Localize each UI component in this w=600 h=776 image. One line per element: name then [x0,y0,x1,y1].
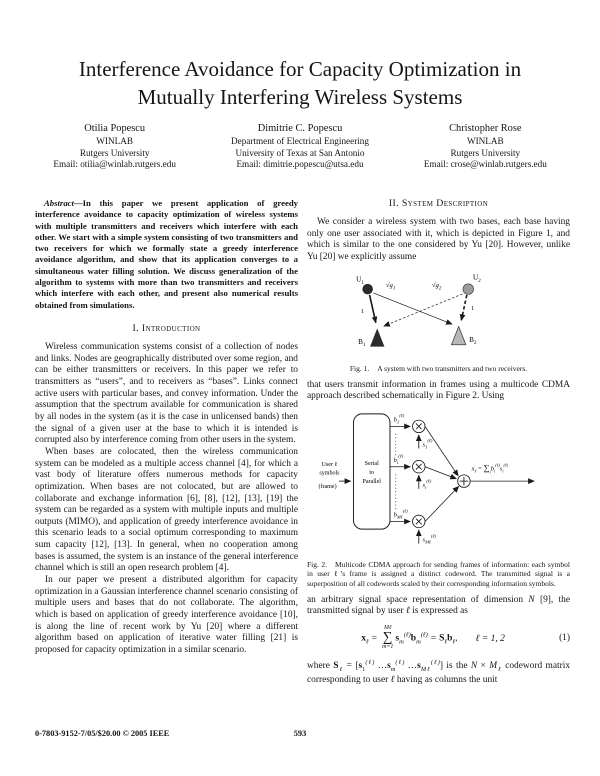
input-label: User ℓ [322,462,338,468]
output-label: xℓ = ∑ibi(ℓ)si(ℓ) [471,463,509,475]
author-name: Dimitrie C. Popescu [257,123,343,134]
page-number: 593 [293,729,307,738]
svg-text:to: to [369,470,374,476]
figure-2: Serial to Parallel User ℓ symbols (frame… [313,411,570,557]
figure-1: U1 U2 B1 B2 1 1 √g1 √g2 [331,270,570,361]
link-u2-b2 [459,294,468,321]
left-column: Abstract—In this paper we present applic… [35,198,298,657]
label-b2: B2 [469,335,477,345]
abstract-text: —In this paper we present application of… [35,198,298,310]
author-affiliation: Rutgers University [450,147,521,158]
label-sM: sMℓ(ℓ) [423,533,437,544]
label-u1: U1 [356,275,364,285]
box-label: Serial [365,461,379,467]
serial-to-parallel-box [352,413,391,530]
paragraph: When bases are colocated, then the wirel… [35,446,298,574]
author-affiliation: University of Texas at San Antonio [235,147,365,158]
section-heading-system-description: II. System Description [388,198,489,209]
abstract: Abstract—In this paper we present applic… [35,198,298,311]
paragraph: We consider a wireless system with two b… [307,217,570,262]
link-u2-b1 [383,293,463,327]
author-affiliation: Department of Electrical Engineering [230,136,369,146]
author-name: Otilia Popescu [84,123,146,134]
link-u1-b1 [368,294,378,324]
label-si: si(ℓ) [423,479,432,490]
paragraph: where Sℓ = [s1(ℓ) …sm(ℓ) …sMℓ(ℓ)] is the… [307,658,571,686]
node-base2 [450,325,467,345]
figure-1-diagram: U1 U2 B1 B2 1 1 √g1 √g2 [356,273,481,348]
figure-1-caption: Fig. 1.A system with two transmitters an… [349,363,528,373]
svg-text:(frame): (frame) [318,483,336,490]
label-b1: b1(ℓ) [394,413,405,424]
node-user2 [462,283,474,295]
paragraph: an arbitrary signal space representation… [307,594,570,617]
author-affiliation: Rutgers University [79,147,150,158]
author-affiliation: WINLAB [466,136,504,146]
label-gain-1b: 1 [471,305,474,312]
node-user1 [362,283,373,295]
abstract-label: Abstract [44,198,74,208]
right-column: II. System Description We consider a wir… [307,196,570,687]
paragraph: Wireless communication systems consist o… [35,341,298,446]
equation-number: (1) [559,633,570,644]
label-b1: B1 [358,337,366,347]
label-bM: bMℓ(ℓ) [394,508,408,519]
svg-text:symbols: symbols [319,471,340,477]
label-s1: s1(ℓ) [423,438,433,449]
figure-2-diagram: Serial to Parallel User ℓ symbols (frame… [318,413,535,545]
paragraph: In our paper we present a distributed al… [35,575,298,656]
paragraph: that users transmit information in frame… [307,379,570,402]
author-email: Email: crose@winlab.rutgers.edu [423,159,547,170]
author-email: Email: dimitrie.popescu@utsa.edu [236,159,364,170]
author-block-2: Dimitrie C. Popescu Department of Electr… [207,122,392,171]
copyright-notice: 0-7803-9152-7/05/$20.00 © 2005 IEEE [35,729,170,738]
label-gain-1: 1 [361,308,364,315]
author-name: Christopher Rose [449,123,522,134]
label-u2: U2 [473,273,481,283]
author-block-1: Otilia Popescu WINLAB Rutgers University… [22,122,207,171]
author-block-3: Christopher Rose WINLAB Rutgers Universi… [393,122,578,171]
svg-text:Parallel: Parallel [362,479,381,485]
section-heading-introduction: I. Introduction [132,322,201,334]
label-sqrt-g1: √g1 [386,281,396,291]
node-base1 [370,328,385,347]
author-affiliation: WINLAB [96,136,134,146]
paper-title: Interference Avoidance for Capacity Opti… [78,57,522,109]
figure-2-caption: Fig. 2.Multicode CDMA approach for sendi… [307,560,570,588]
label-bi: bi(ℓ) [394,454,404,465]
author-email: Email: otilia@winlab.rutgers.edu [53,159,176,170]
label-sqrt-g2: √g2 [432,281,442,291]
link-u1-b2 [373,292,453,325]
authors-row: Otilia Popescu WINLAB Rutgers University… [22,122,578,171]
summation: Mℓ∑m=1 [382,625,394,650]
